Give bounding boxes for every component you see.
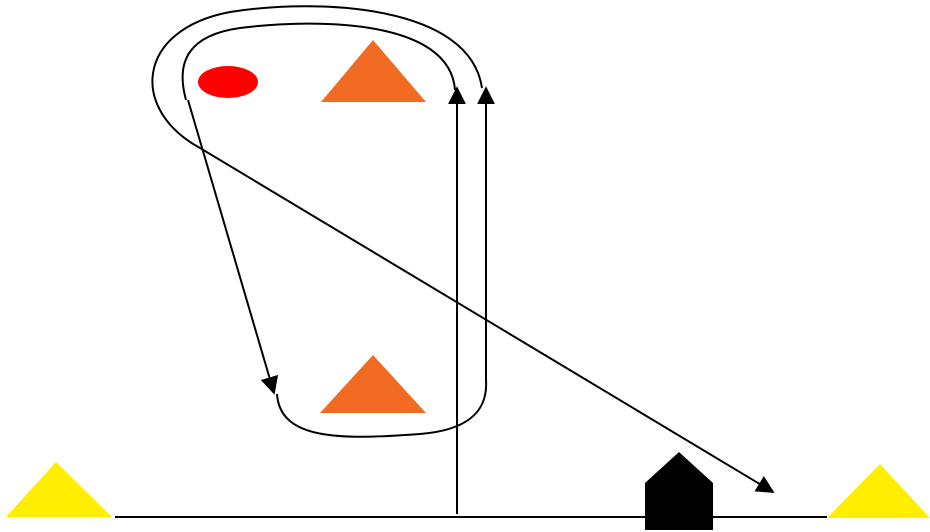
- orange-cone-top-icon: [321, 40, 426, 102]
- diagonal-arrow-to-lower-cone: [187, 99, 279, 395]
- inner-loop-path: [181, 22, 456, 101]
- red-ball-icon: [198, 66, 258, 98]
- yellow-marker-left-icon: [6, 462, 112, 517]
- yellow-marker-right-icon: [827, 464, 930, 518]
- orange-cone-bottom-icon: [320, 355, 426, 413]
- diagonal-arrow-to-right: [199, 147, 775, 493]
- lower-loop-path: [276, 379, 488, 438]
- house-goal-icon: [645, 452, 713, 530]
- outer-loop-path: [151, 5, 483, 149]
